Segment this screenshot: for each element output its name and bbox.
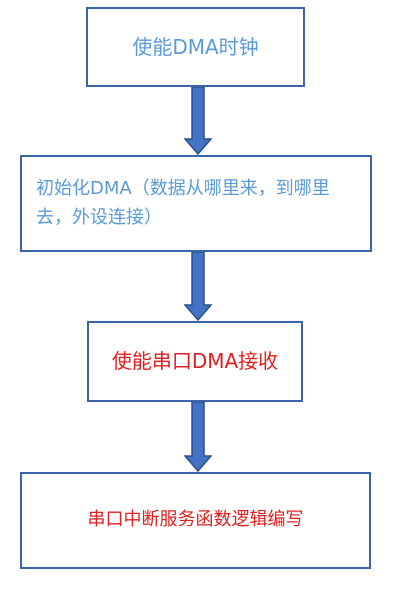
flow-arrow-2 bbox=[184, 252, 212, 321]
step-enable-dma-clock-label: 使能DMA时钟 bbox=[132, 34, 259, 59]
step-uart-isr-logic-box: 串口中断服务函数逻辑编写 bbox=[20, 472, 371, 569]
step-init-dma-box: 初始化DMA（数据从哪里来，到哪里去，外设连接） bbox=[20, 155, 372, 252]
step-enable-dma-clock-box: 使能DMA时钟 bbox=[86, 7, 305, 87]
step-enable-uart-dma-rx-label: 使能串口DMA接收 bbox=[111, 349, 279, 373]
flow-arrow-1 bbox=[184, 87, 212, 155]
step-init-dma-label: 初始化DMA（数据从哪里来，到哪里去，外设连接） bbox=[36, 177, 330, 228]
flow-arrow-3 bbox=[184, 402, 212, 472]
step-enable-uart-dma-rx-box: 使能串口DMA接收 bbox=[87, 321, 303, 402]
step-uart-isr-logic-label: 串口中断服务函数逻辑编写 bbox=[87, 509, 304, 531]
